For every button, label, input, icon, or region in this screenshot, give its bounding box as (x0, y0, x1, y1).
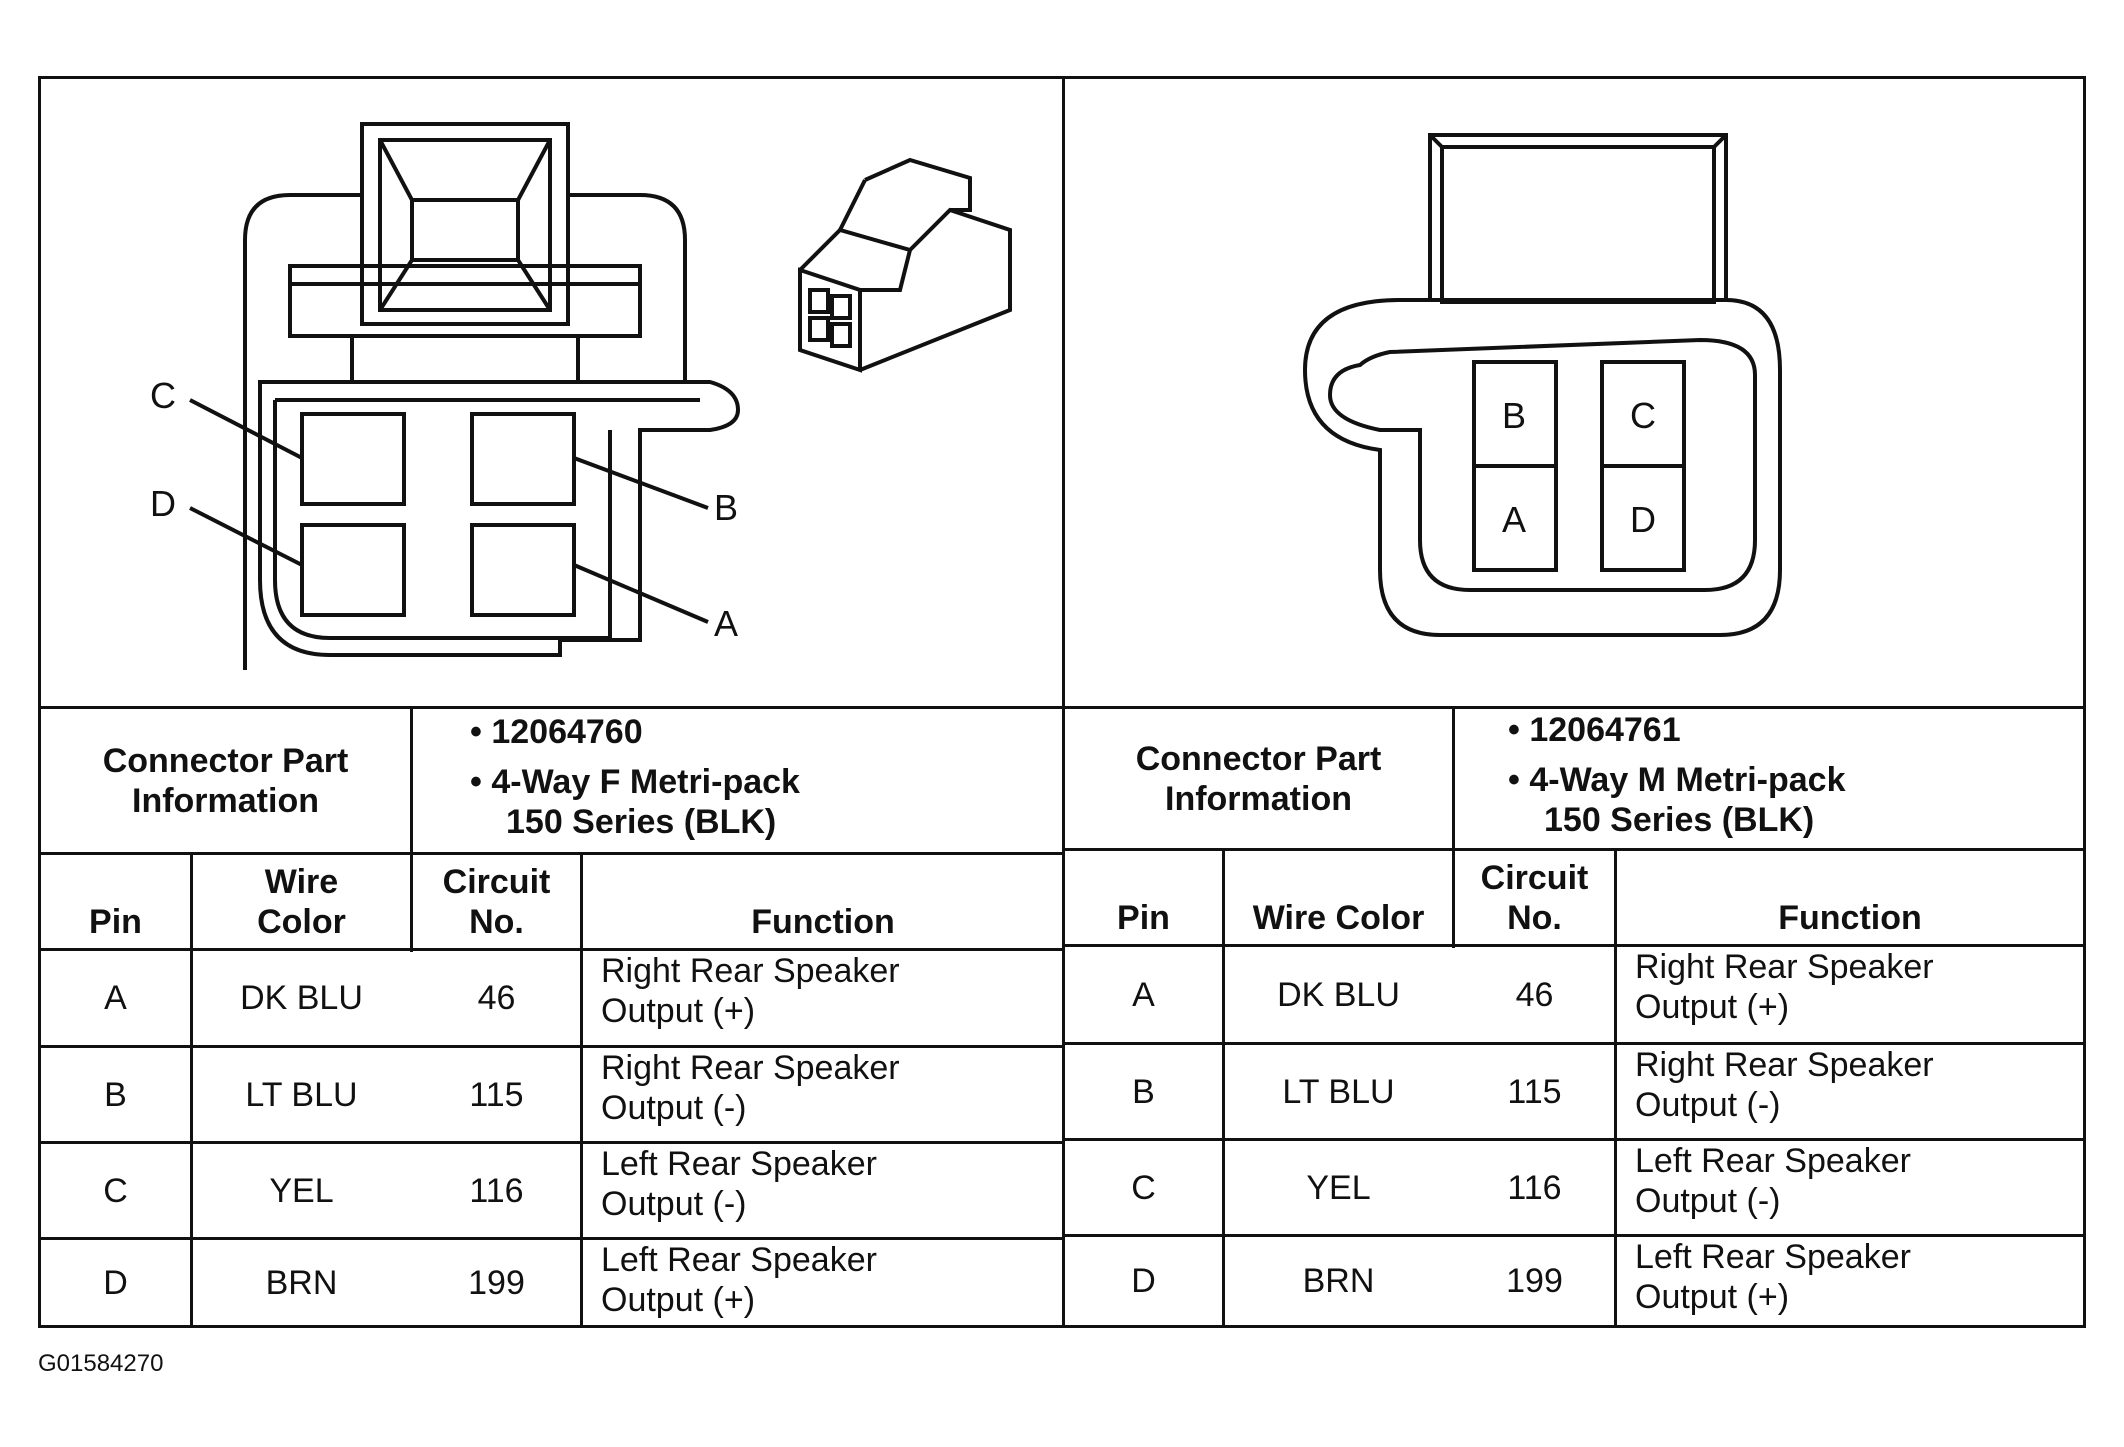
column-header-circuit-no: Circuit No. (442, 862, 551, 941)
table-cell-wire-color: YEL (269, 1171, 334, 1210)
connector-info-label: Connector Part Information (102, 741, 349, 820)
table-cell-wire-color: LT BLU (245, 1075, 358, 1114)
part-number: • 12064760 (470, 713, 643, 751)
diagram-label-b: B (714, 487, 738, 528)
table-cell-pin: D (103, 1263, 128, 1302)
column-header-wire-color: Wire Color (1252, 899, 1425, 937)
table-cell-pin: A (104, 979, 127, 1017)
diagram-label-a: A (714, 603, 738, 644)
connector-part-info: • 12064760 • 4-Way F Metri-pack 150 Seri… (470, 712, 800, 842)
column-header-circuit-no: Circuit No. (1480, 858, 1589, 937)
table-cell-circuit: 116 (1507, 1168, 1562, 1207)
part-number: • 12064761 (1508, 711, 1681, 749)
male-connector-diagram: B C A D (1300, 130, 1800, 650)
diagram-label-d: D (150, 483, 176, 524)
table-cell-wire-color: BRN (1302, 1262, 1375, 1300)
connector-info-label: Connector Part Information (1135, 739, 1382, 818)
column-header-pin: Pin (1117, 899, 1170, 937)
diagram-label-a: A (1502, 499, 1526, 540)
connector-part-info: • 12064761 • 4-Way M Metri-pack 150 Seri… (1508, 710, 1846, 840)
diagram-separator (38, 706, 2086, 709)
table-cell-circuit: 46 (1515, 975, 1554, 1014)
table-cell-pin: D (1131, 1262, 1156, 1300)
table-cell-wire-color: BRN (265, 1263, 338, 1302)
table-cell-pin: B (104, 1075, 127, 1114)
part-description: • 4-Way F Metri-pack (470, 763, 800, 801)
column-header-wire-color: Wire Color (257, 862, 346, 941)
column-header-function: Function (1778, 899, 1922, 937)
part-series: 150 Series (BLK) (506, 803, 777, 841)
table-cell-circuit: 46 (477, 979, 516, 1017)
diagram-label-b: B (1502, 395, 1526, 436)
figure-caption: G01584270 (38, 1350, 164, 1377)
diagram-label-c: C (1630, 395, 1656, 436)
table-cell-circuit: 115 (469, 1075, 524, 1114)
table-cell-wire-color: DK BLU (1277, 975, 1400, 1014)
table-cell-pin: A (1132, 975, 1155, 1014)
table-cell-wire-color: DK BLU (240, 979, 363, 1017)
table-cell-circuit: 199 (1506, 1262, 1563, 1300)
table-cell-wire-color: YEL (1306, 1168, 1371, 1207)
diagram-label-c: C (150, 375, 176, 416)
table-cell-pin: C (103, 1171, 128, 1210)
female-connector-diagram: C D B A (140, 110, 1060, 670)
diagram-label-d: D (1630, 499, 1656, 540)
table-cell-pin: C (1131, 1168, 1156, 1207)
part-series: 150 Series (BLK) (1544, 801, 1815, 839)
table-cell-circuit: 115 (1507, 1072, 1562, 1111)
table-cell-wire-color: LT BLU (1282, 1072, 1395, 1111)
center-divider (1062, 76, 1065, 1328)
table-cell-circuit: 116 (469, 1171, 524, 1210)
table-cell-pin: B (1132, 1072, 1155, 1111)
column-header-function: Function (751, 903, 895, 941)
table-cell-circuit: 199 (468, 1263, 525, 1302)
column-header-pin: Pin (89, 903, 142, 941)
part-description: • 4-Way M Metri-pack (1508, 761, 1846, 799)
